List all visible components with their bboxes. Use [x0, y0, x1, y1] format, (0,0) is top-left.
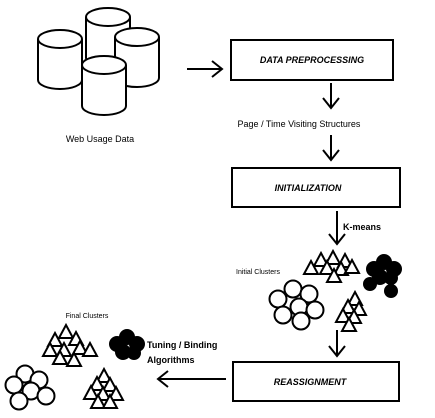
reassignment-label: REASSIGNMENT [274, 377, 348, 387]
cluster-blob-icon [363, 254, 402, 298]
data-preprocessing-label: DATA PREPROCESSING [260, 55, 364, 65]
web-usage-data-icon [37, 7, 160, 116]
cluster-triangles-icon [42, 324, 98, 367]
initialization-label: INITIALIZATION [275, 183, 342, 193]
intermediate-label: Page / Time Visiting Structures [238, 119, 361, 129]
cluster-circles-icon [268, 279, 325, 331]
tuning-label-line2: Algorithms [147, 355, 195, 365]
data-preprocessing-box [230, 39, 394, 81]
arrow-icon [328, 330, 346, 358]
arrow-icon [156, 370, 226, 388]
arrow-icon [328, 211, 346, 246]
kmeans-label: K-means [343, 222, 381, 232]
source-label: Web Usage Data [66, 134, 134, 144]
cluster-triangles-icon [335, 291, 367, 332]
initialization-box [231, 167, 401, 208]
arrow-icon [187, 60, 224, 78]
tuning-label-line1: Tuning / Binding [147, 340, 217, 350]
cluster-triangles-icon [303, 250, 360, 283]
initial-clusters-label: Initial Clusters [236, 269, 280, 276]
arrow-icon [322, 83, 340, 110]
reassignment-box [232, 361, 400, 402]
cluster-triangles-icon [83, 368, 124, 409]
arrow-icon [322, 135, 340, 162]
cluster-circles-icon [4, 364, 56, 411]
cluster-blob-icon [109, 329, 145, 360]
final-clusters-label: Final Clusters [66, 313, 109, 320]
